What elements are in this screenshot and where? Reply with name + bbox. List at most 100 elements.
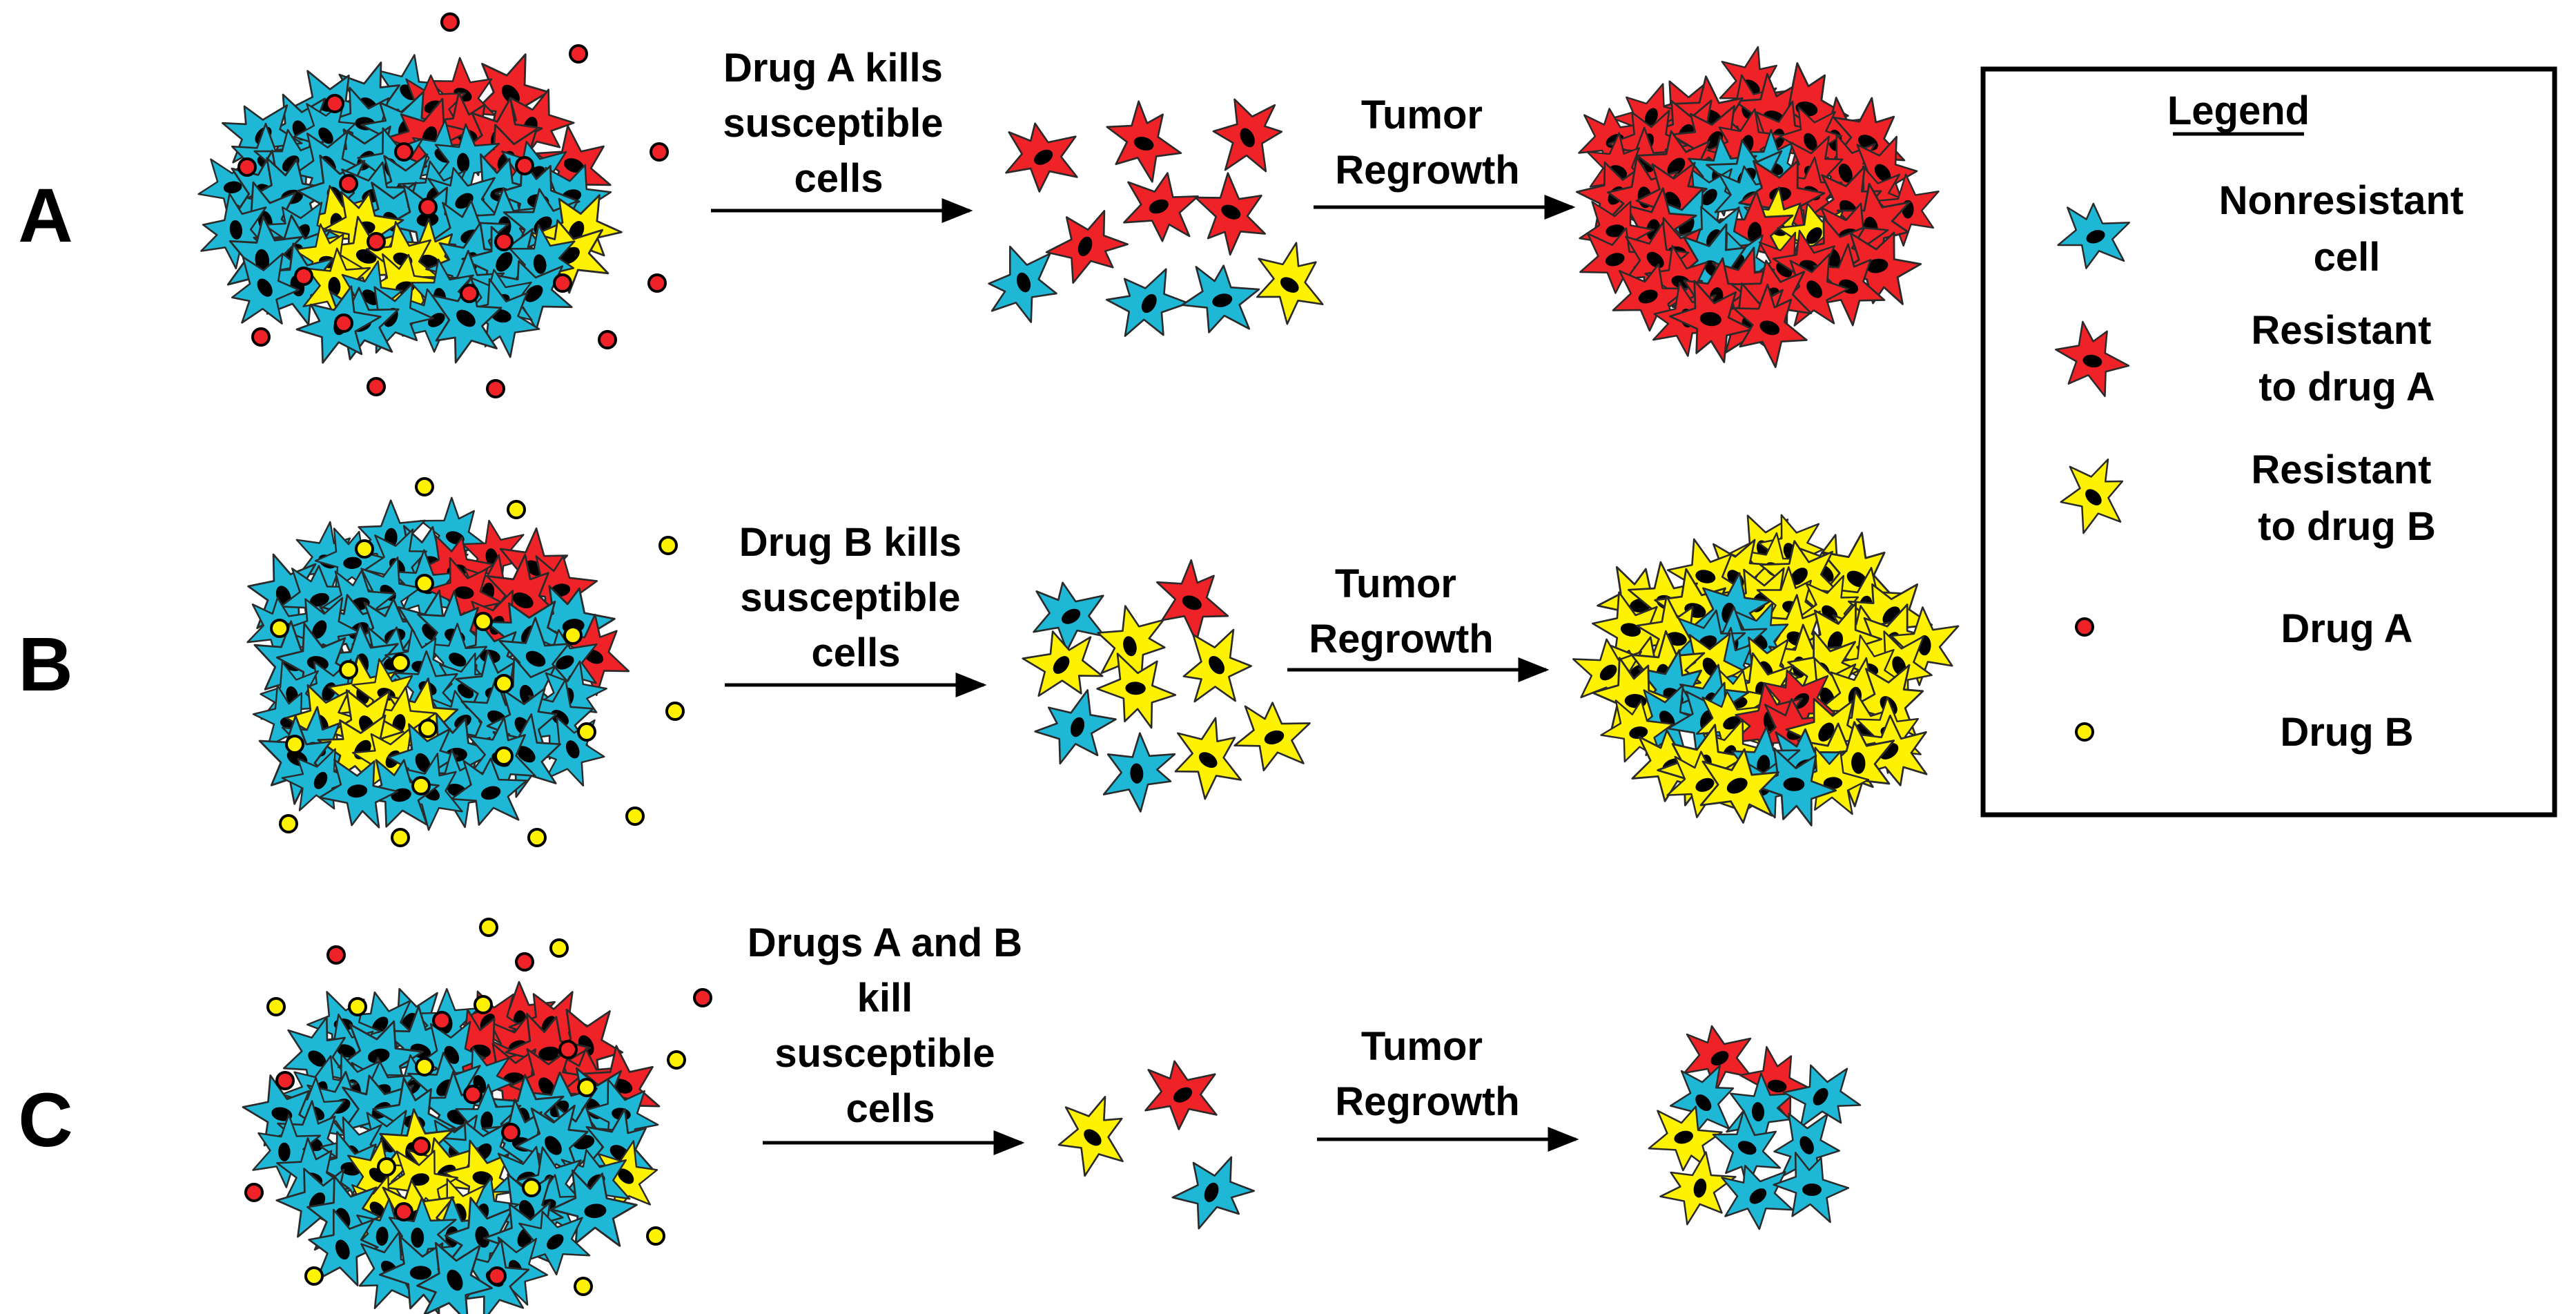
cell-nucleus xyxy=(1212,293,1233,307)
nonresistant-cell xyxy=(1744,734,1847,836)
nonresistant-cell xyxy=(273,581,369,675)
resistant-a-cell xyxy=(1728,1038,1824,1133)
cell-nucleus xyxy=(1620,623,1641,637)
drug-b-particle xyxy=(549,938,569,958)
nonresistant-cell xyxy=(240,1105,330,1196)
resistant-a-cell xyxy=(1776,105,1844,175)
cell-nucleus xyxy=(2085,489,2102,505)
row-c-letter: C xyxy=(18,1078,72,1163)
drug-a-particle xyxy=(647,273,667,293)
cell-nucleus xyxy=(512,592,534,609)
drug-b-particle xyxy=(474,612,493,631)
cell-nucleus xyxy=(525,650,546,667)
nonresistant-cell xyxy=(439,1075,533,1170)
nonresistant-cell xyxy=(982,241,1066,327)
nonresistant-cell xyxy=(1717,1158,1796,1235)
resistant-a-cell xyxy=(1575,219,1659,300)
drug-b-particle xyxy=(418,719,438,738)
nonresistant-cell xyxy=(370,1188,466,1284)
cell-nucleus xyxy=(1790,568,1808,586)
nonresistant-cell xyxy=(266,610,373,718)
drug-b-particle xyxy=(574,1277,593,1296)
row-c-regrown-tumor xyxy=(1643,1025,1867,1237)
row-b-step1-label: Drug B kills susceptible cells xyxy=(739,520,973,675)
cell-nucleus xyxy=(545,1136,562,1155)
nonresistant-cell xyxy=(1162,1141,1263,1241)
cell-nucleus xyxy=(1209,655,1225,675)
resistant-a-cell xyxy=(506,1043,587,1127)
nonresistant-cell xyxy=(370,1222,475,1314)
nonresistant-cell xyxy=(275,737,364,826)
legend-frame xyxy=(1980,66,2557,818)
drug-a-particle xyxy=(460,284,479,303)
cell-nucleus xyxy=(335,1239,350,1260)
nonresistant-cell xyxy=(1713,1064,1804,1156)
cell-nucleus xyxy=(454,586,474,599)
row-a-surviving-cells xyxy=(982,92,1336,354)
cell-nucleus xyxy=(1149,199,1169,214)
cell-nucleus xyxy=(1221,204,1241,220)
drug-a-particle xyxy=(494,232,514,251)
cell-nucleus xyxy=(318,127,333,144)
resistant-b-cell xyxy=(1643,1096,1728,1179)
resistant-a-cell xyxy=(1005,122,1078,193)
legend-label-resistant-a: Resistant to drug A xyxy=(2251,308,2442,409)
cell-nucleus xyxy=(1667,157,1686,176)
cell-nucleus xyxy=(1851,752,1866,774)
drug-b-particle xyxy=(494,674,514,693)
cell-nucleus xyxy=(1813,1088,1828,1105)
drug-b-particle xyxy=(646,1226,665,1246)
drug-b-particle xyxy=(2075,722,2094,742)
resistant-b-cell xyxy=(1046,1090,1137,1182)
cell-nucleus xyxy=(375,1226,389,1246)
nonresistant-cell xyxy=(479,707,575,804)
resistant-b-cell xyxy=(1088,640,1187,738)
resistant-b-cell xyxy=(1778,682,1877,780)
cell-nucleus xyxy=(308,1050,326,1067)
nonresistant-cell xyxy=(514,1204,593,1281)
resistant-b-cell xyxy=(1657,528,1757,628)
cell-nucleus xyxy=(2082,354,2102,368)
cell-nucleus xyxy=(306,656,329,670)
cell-nucleus xyxy=(556,655,574,670)
nonresistant-cell xyxy=(192,146,277,229)
cell-nucleus xyxy=(255,249,270,271)
cell-nucleus xyxy=(449,653,467,667)
row-b-letter: B xyxy=(18,622,72,707)
row-b-surviving-cells xyxy=(1016,551,1315,820)
cell-nucleus xyxy=(1033,149,1053,165)
resistant-b-cell xyxy=(1016,618,1109,710)
nonresistant-cell xyxy=(336,1188,429,1282)
resistant-b-cell xyxy=(1663,747,1742,823)
cell-nucleus xyxy=(1605,253,1625,267)
cell-nucleus xyxy=(1701,189,1717,206)
nonresistant-cell xyxy=(270,1010,362,1104)
cell-nucleus xyxy=(1695,1094,1712,1112)
cell-nucleus xyxy=(1767,1079,1787,1093)
row-a-regrown-tumor xyxy=(1569,39,1951,378)
nonresistant-cell xyxy=(418,270,516,370)
cell-nucleus xyxy=(565,740,580,759)
cell-nucleus xyxy=(480,1111,494,1131)
drug-a-particle xyxy=(251,327,271,347)
resistant-a-cell xyxy=(1683,1025,1753,1092)
cell-nucleus xyxy=(1077,236,1093,257)
resistant-a-cell xyxy=(1144,1060,1218,1130)
resistant-a-cell xyxy=(1036,195,1137,295)
cell-nucleus xyxy=(1751,1102,1765,1122)
nonresistant-cell xyxy=(413,616,503,706)
nonresistant-cell xyxy=(446,751,532,835)
cell-nucleus xyxy=(501,84,520,104)
cell-nucleus xyxy=(1799,1136,1814,1154)
drug-b-particle xyxy=(266,997,286,1016)
cell-nucleus xyxy=(1016,272,1031,293)
cell-nucleus xyxy=(1182,595,1202,610)
drug-a-particle xyxy=(418,197,438,217)
nonresistant-cell xyxy=(275,559,360,641)
cell-nucleus xyxy=(1671,276,1691,289)
resistant-a-cell xyxy=(1632,121,1724,211)
resistant-a-cell xyxy=(1604,73,1696,164)
drug-b-particle xyxy=(304,1266,324,1286)
cell-nucleus xyxy=(447,1269,463,1291)
resistant-a-cell xyxy=(1717,276,1819,378)
